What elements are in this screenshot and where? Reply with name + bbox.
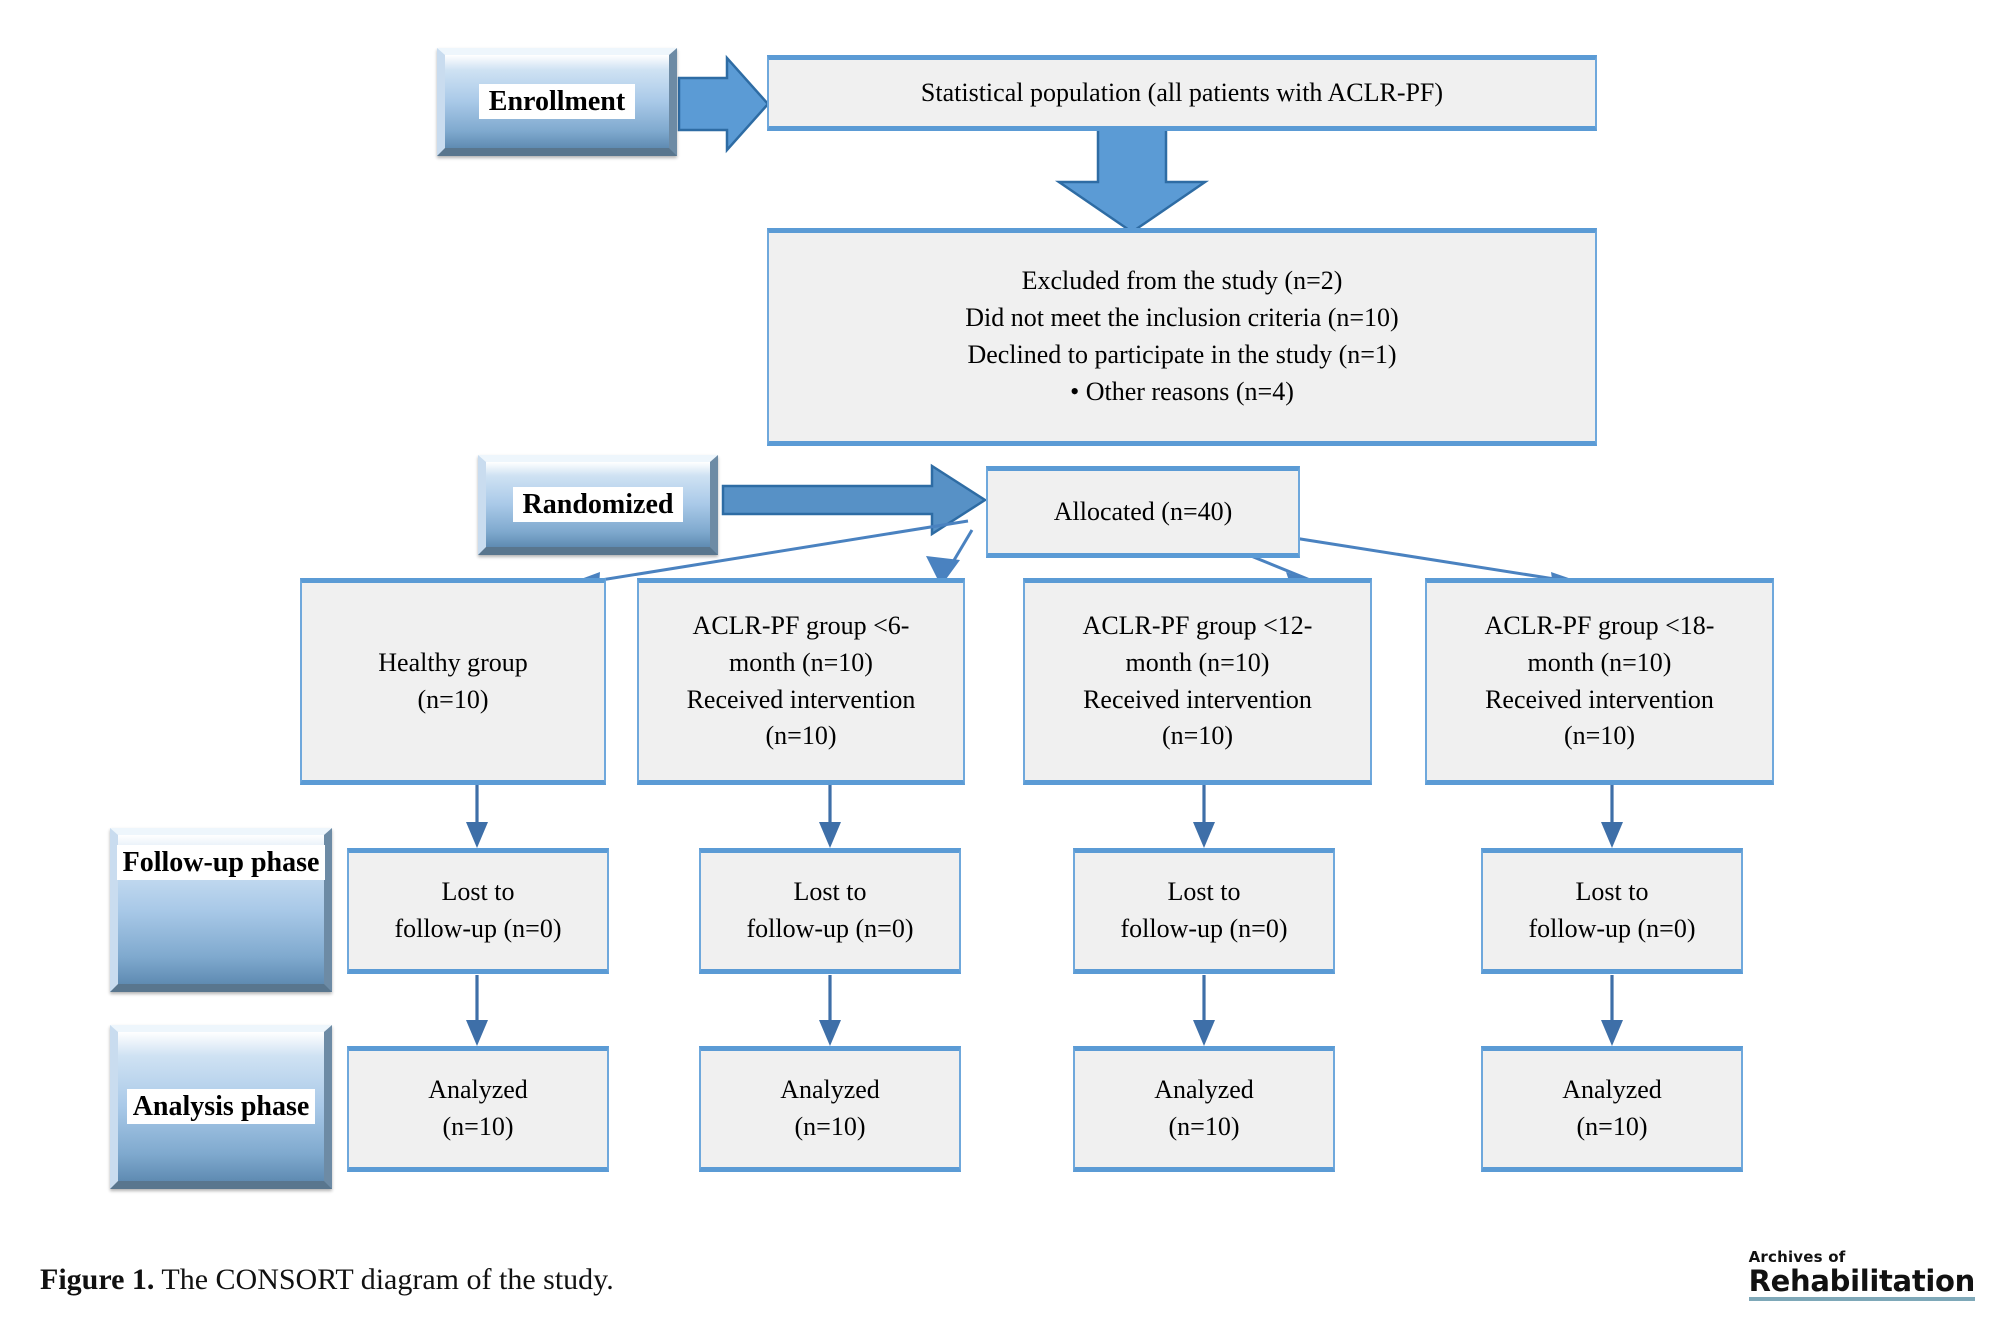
group-line: ACLR-PF group <18- (1484, 610, 1715, 640)
randomized-block-arrow (721, 463, 988, 537)
phase-label-enrollment-text: Enrollment (478, 83, 636, 120)
excluded-line: Declined to participate in the study (n=… (967, 340, 1397, 369)
excluded-line: Did not meet the inclusion criteria (n=1… (965, 303, 1399, 333)
lost-box-aclr-pf-12-month[interactable]: Lost to follow-up (n=0) (1073, 848, 1335, 974)
analyzed-box-healthy[interactable]: Analyzed (n=10) (347, 1046, 609, 1172)
node-allocated[interactable]: Allocated (n=40) (986, 466, 1300, 558)
group-line: month (n=10) (1527, 647, 1672, 677)
lost-line: follow-up (n=0) (746, 914, 914, 943)
figure-caption: Figure 1. The CONSORT diagram of the stu… (40, 1263, 614, 1297)
lost-line: Lost to (441, 877, 515, 907)
phase-label-analysis[interactable]: Analysis phase (110, 1025, 332, 1189)
group-line: ACLR-PF group <12- (1082, 610, 1313, 640)
lost-line: Lost to (1167, 877, 1241, 907)
group-line: Healthy group (378, 647, 528, 677)
group-line: Received intervention (686, 684, 916, 714)
group-line: (n=10) (417, 684, 489, 714)
excluded-line: • Other reasons (n=4) (1070, 376, 1294, 406)
lost-box-healthy[interactable]: Lost to follow-up (n=0) (347, 848, 609, 974)
phase-label-followup[interactable]: Follow-up phase (110, 828, 332, 992)
journal-logo: Archives of Rehabilitation (1748, 1248, 1975, 1302)
figure-caption-text: The CONSORT diagram of the study. (154, 1263, 614, 1296)
enrollment-block-arrow (677, 54, 770, 154)
group-box-healthy[interactable]: Healthy group (n=10) (300, 578, 606, 785)
phase-label-analysis-text: Analysis phase (126, 1088, 316, 1125)
group-line: ACLR-PF group <6- (692, 610, 910, 640)
journal-logo-line2: Rehabilitation (1748, 1265, 1975, 1302)
group-line: Received intervention (1485, 684, 1714, 714)
group-line: Received intervention (1083, 684, 1312, 714)
node-statistical-population[interactable]: Statistical population (all patients wit… (767, 55, 1597, 131)
analyzed-box-aclr-pf-18-month[interactable]: Analyzed (n=10) (1481, 1046, 1743, 1172)
lost-line: follow-up (n=0) (1120, 914, 1288, 943)
phase-label-followup-text: Follow-up phase (116, 845, 326, 881)
followup-arrows (466, 785, 1623, 848)
analyzed-line: Analyzed (1154, 1075, 1254, 1105)
lost-line: follow-up (n=0) (1528, 914, 1696, 943)
phase-label-randomized[interactable]: Randomized (478, 455, 718, 555)
group-line: (n=10) (765, 721, 837, 751)
lost-line: follow-up (n=0) (394, 914, 562, 943)
analyzed-line: Analyzed (428, 1075, 528, 1105)
node-excluded[interactable]: Excluded from the study (n=2) Did not me… (767, 228, 1597, 446)
lost-line: Lost to (793, 877, 867, 907)
lost-line: Lost to (1575, 877, 1649, 907)
analysis-arrows (466, 975, 1623, 1046)
phase-label-enrollment[interactable]: Enrollment (437, 48, 677, 156)
analyzed-line: Analyzed (780, 1075, 880, 1105)
analyzed-box-aclr-pf-12-month[interactable]: Analyzed (n=10) (1073, 1046, 1335, 1172)
journal-logo-line1: Archives of (1748, 1248, 1846, 1266)
lost-box-aclr-pf-6-month[interactable]: Lost to follow-up (n=0) (699, 848, 961, 974)
group-box-aclr-pf-18-month[interactable]: ACLR-PF group <18- month (n=10) Received… (1425, 578, 1774, 785)
analyzed-box-aclr-pf-6-month[interactable]: Analyzed (n=10) (699, 1046, 961, 1172)
analyzed-line: (n=10) (442, 1112, 514, 1141)
node-statistical-population-text: Statistical population (all patients wit… (920, 77, 1444, 107)
analyzed-line: (n=10) (1576, 1112, 1648, 1141)
group-line: (n=10) (1564, 721, 1635, 751)
lost-box-aclr-pf-18-month[interactable]: Lost to follow-up (n=0) (1481, 848, 1743, 974)
group-line: month (n=10) (1125, 647, 1270, 677)
group-box-aclr-pf-6-month[interactable]: ACLR-PF group <6- month (n=10) Received … (637, 578, 965, 785)
group-line: month (n=10) (729, 647, 873, 677)
analyzed-line: Analyzed (1562, 1075, 1662, 1105)
figure-caption-label: Figure 1. (40, 1263, 155, 1296)
phase-label-randomized-text: Randomized (512, 486, 684, 523)
group-line: (n=10) (1162, 721, 1233, 751)
excluded-line: Excluded from the study (n=2) (1021, 266, 1343, 296)
group-box-aclr-pf-12-month[interactable]: ACLR-PF group <12- month (n=10) Received… (1023, 578, 1372, 785)
analyzed-line: (n=10) (794, 1112, 866, 1141)
node-allocated-text: Allocated (n=40) (1053, 496, 1233, 526)
exclusion-block-arrow (1054, 126, 1210, 234)
analyzed-line: (n=10) (1168, 1112, 1240, 1141)
